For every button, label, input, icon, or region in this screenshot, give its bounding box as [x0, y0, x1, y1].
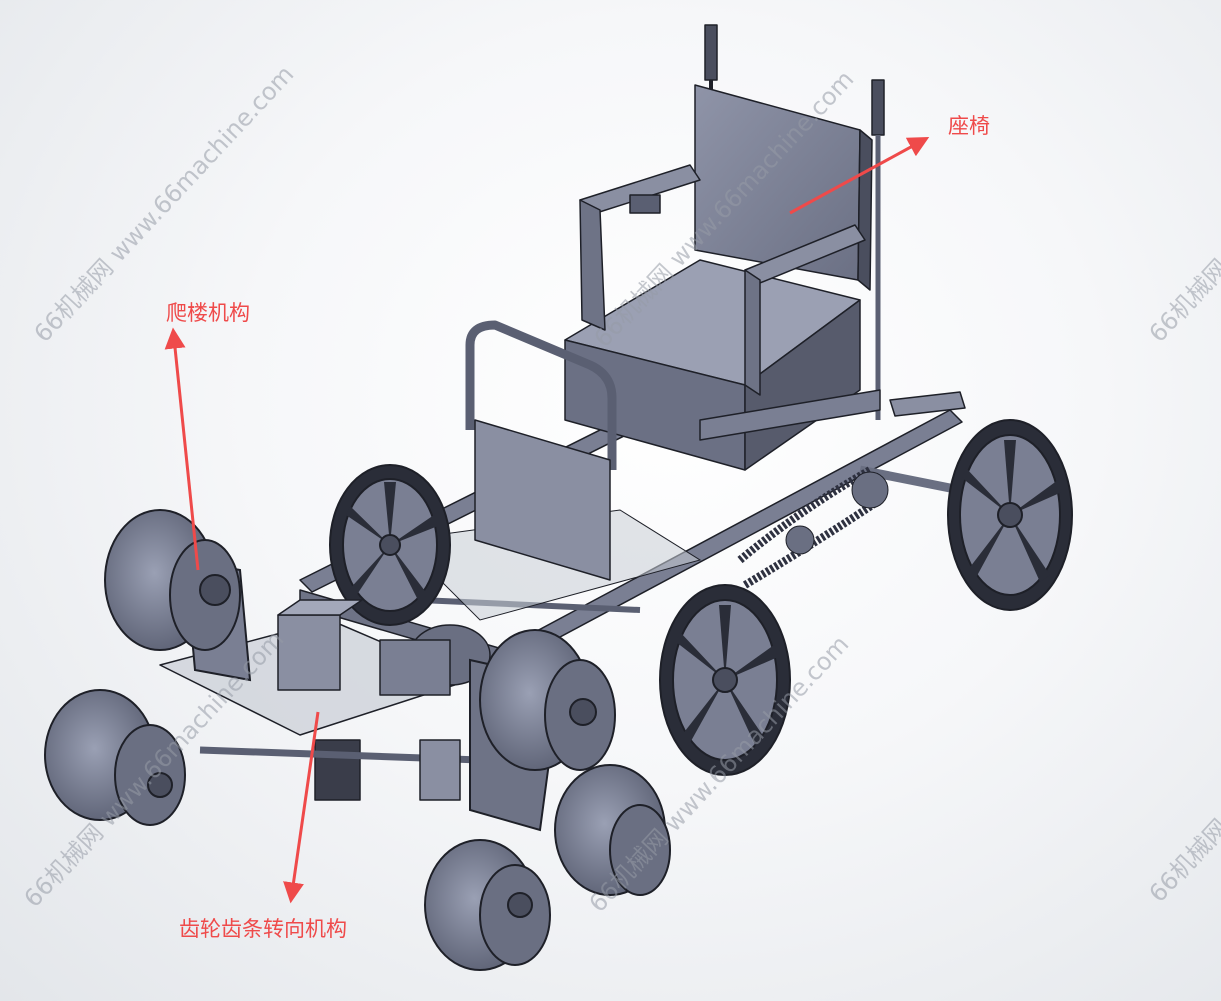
front-drive-wheel: [659, 584, 791, 776]
climb-arrow: [164, 327, 200, 571]
climbing-mechanism-left: [44, 509, 252, 826]
climbing-mechanism-label: 爬楼机构: [166, 301, 250, 325]
climbing-mechanism-right: [424, 629, 671, 971]
seat-label: 座椅: [948, 114, 990, 138]
steer-arrow: [283, 711, 320, 904]
left-rear-drive-wheel: [329, 464, 451, 626]
seat-arrow: [789, 136, 930, 215]
chain-drive: [737, 466, 889, 589]
front-guard: [465, 320, 881, 581]
steering-mechanism-label: 齿轮齿条转向机构: [179, 917, 347, 941]
rear-drive-wheel: [947, 419, 1073, 611]
